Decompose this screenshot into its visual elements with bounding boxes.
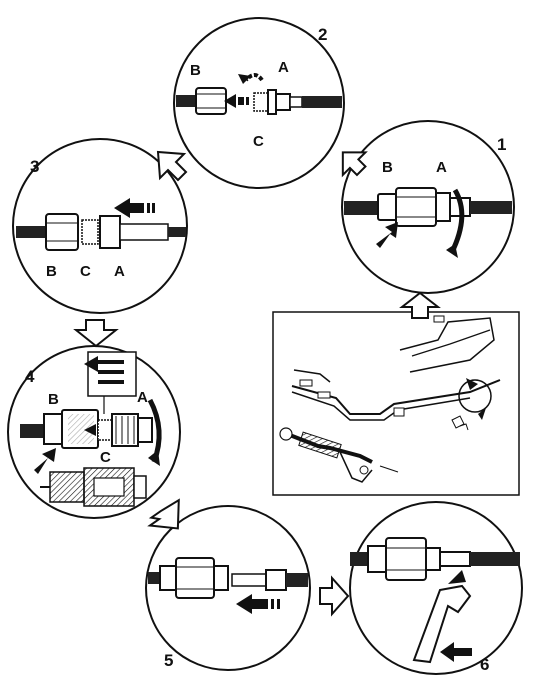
- flow-arrow-step-4-to-step-5: [147, 498, 180, 530]
- step-3-number: 3: [30, 157, 39, 176]
- step-6-number: 6: [480, 655, 489, 674]
- step-2-label-c: C: [253, 133, 264, 150]
- step-1-number: 1: [497, 135, 506, 154]
- step-3-label-b: B: [46, 263, 57, 280]
- overview-illustration: [272, 311, 520, 496]
- step-4-label-a: A: [137, 389, 148, 406]
- step-2-number: 2: [318, 25, 327, 44]
- step-2-panel: [173, 17, 345, 189]
- flow-arrow-step-1-to-step-2: [341, 151, 368, 178]
- step-5-panel: [145, 505, 311, 671]
- step-4-label-b: B: [48, 391, 59, 408]
- step-1-panel: [341, 120, 515, 294]
- flow-arrow-step-5-to-step-6: [319, 575, 350, 617]
- step-6-panel: [349, 501, 523, 675]
- step-4-panel: [7, 345, 181, 519]
- step-1-label-a: A: [436, 159, 447, 176]
- flow-arrow-overview-to-step-1: [399, 291, 441, 319]
- flow-arrow-step-3-to-step-4: [73, 319, 119, 348]
- step-3-panel: [12, 138, 188, 314]
- step-4-label-c: C: [100, 449, 111, 466]
- step-3-label-a: A: [114, 263, 125, 280]
- step-2-label-b: B: [190, 62, 201, 79]
- step-4-number: 4: [25, 367, 35, 386]
- step-1-label-b: B: [382, 159, 393, 176]
- step-5-number: 5: [164, 651, 173, 670]
- step-3-label-c: C: [80, 263, 91, 280]
- step-2-label-a: A: [278, 59, 289, 76]
- flow-arrow-step-2-to-step-3: [156, 150, 188, 182]
